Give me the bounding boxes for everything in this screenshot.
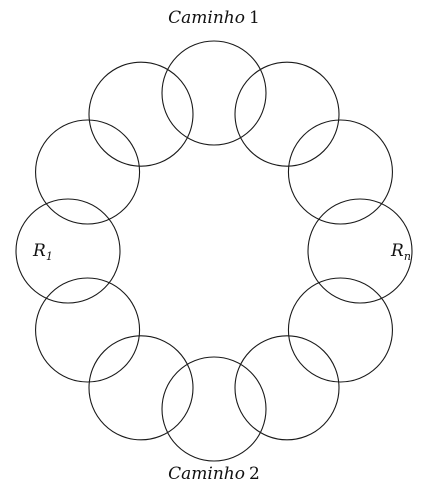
circle-upper-5	[287, 119, 393, 225]
circle-group	[15, 40, 413, 462]
circle-upper-4	[234, 61, 340, 167]
path-1-word: Caminho	[168, 8, 245, 28]
rn-label: Rn	[390, 241, 411, 263]
circle-lower-5	[287, 277, 393, 383]
circle-lower-4	[234, 335, 340, 441]
path-1-number: 1	[249, 8, 260, 28]
circle-lower-2	[88, 335, 194, 441]
circle-lower-3	[161, 356, 267, 462]
circle-upper-2	[88, 61, 194, 167]
circle-r1	[15, 198, 121, 304]
rn-base: R	[390, 241, 404, 261]
circle-rn	[307, 198, 413, 304]
path-2-number: 2	[249, 464, 260, 484]
r1-base: R	[32, 241, 46, 261]
circle-upper-3	[161, 40, 267, 146]
circle-lower-1	[35, 277, 141, 383]
r1-subscript: 1	[46, 250, 53, 263]
circle-upper-1	[35, 119, 141, 225]
path-2-word: Caminho	[168, 464, 245, 484]
rn-subscript: n	[404, 250, 411, 263]
r1-label: R1	[32, 241, 53, 263]
